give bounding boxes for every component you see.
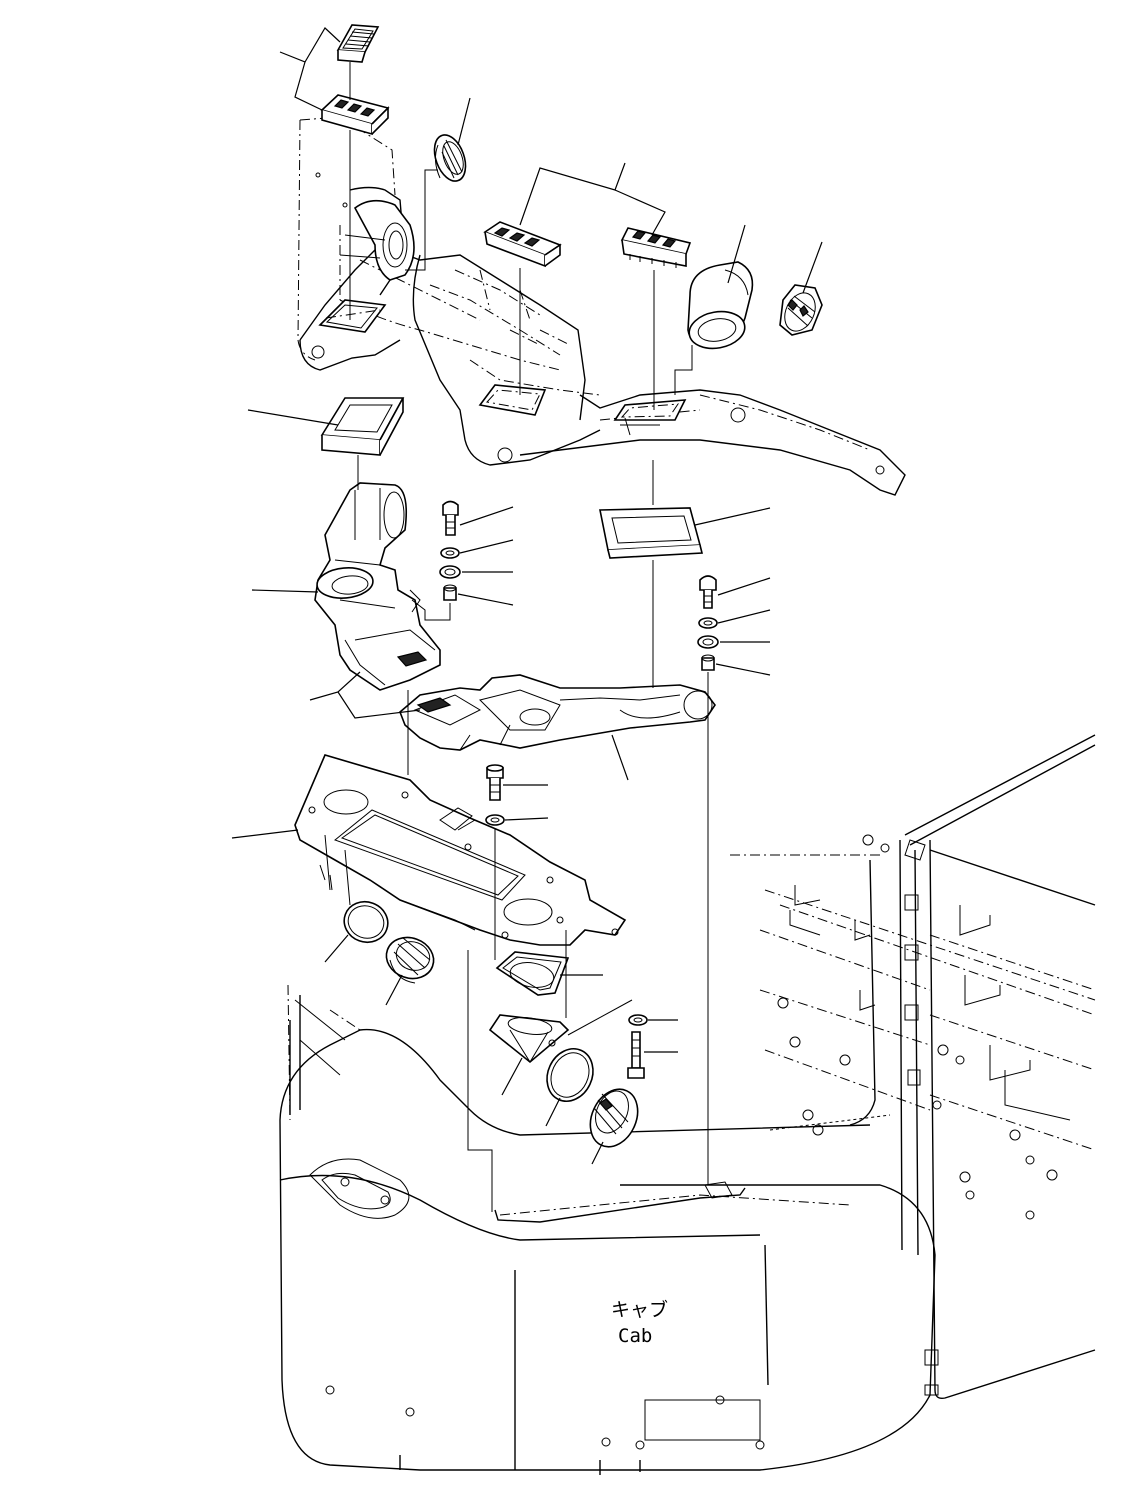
fasteners-lower-right bbox=[627, 1014, 648, 1079]
vent-louver-top-left-lower bbox=[320, 94, 390, 136]
vent-louver-top-left-upper bbox=[336, 24, 380, 63]
air-duct-left bbox=[314, 482, 441, 691]
vent-elbow-duct bbox=[687, 261, 754, 350]
funnel-adapter bbox=[488, 1014, 570, 1064]
mounting-plate bbox=[294, 754, 627, 946]
assembly-guide-lines bbox=[349, 62, 709, 1212]
cab-body: キャブ Cab bbox=[279, 984, 936, 1475]
cab-label-japanese: キャブ bbox=[611, 1298, 668, 1321]
seal-ring-right bbox=[546, 1048, 594, 1102]
air-duct-right bbox=[399, 674, 716, 751]
vent-nozzle-lower-right bbox=[589, 1088, 639, 1148]
vent-nozzle-round-large bbox=[779, 284, 823, 336]
cab-floor-outline bbox=[494, 1181, 851, 1223]
adapter-plate bbox=[495, 951, 570, 996]
dash-cover bbox=[297, 116, 906, 496]
fasteners-upper-left bbox=[439, 500, 461, 601]
fasteners-upper-right bbox=[697, 575, 719, 671]
gasket-frame-right bbox=[599, 507, 704, 559]
cab-label-english: Cab bbox=[618, 1325, 652, 1347]
gasket-frame-left bbox=[320, 397, 405, 456]
vent-louver-center-left bbox=[483, 221, 562, 268]
vent-nozzle-round-small bbox=[433, 134, 467, 182]
seal-ring-left bbox=[343, 900, 389, 944]
callout-leaders bbox=[231, 27, 823, 1165]
fasteners-center-bolt bbox=[485, 764, 505, 826]
cab-frame bbox=[730, 734, 1096, 1400]
vent-louver-center-right bbox=[620, 227, 692, 268]
vent-nozzle-lower-left bbox=[385, 936, 435, 984]
